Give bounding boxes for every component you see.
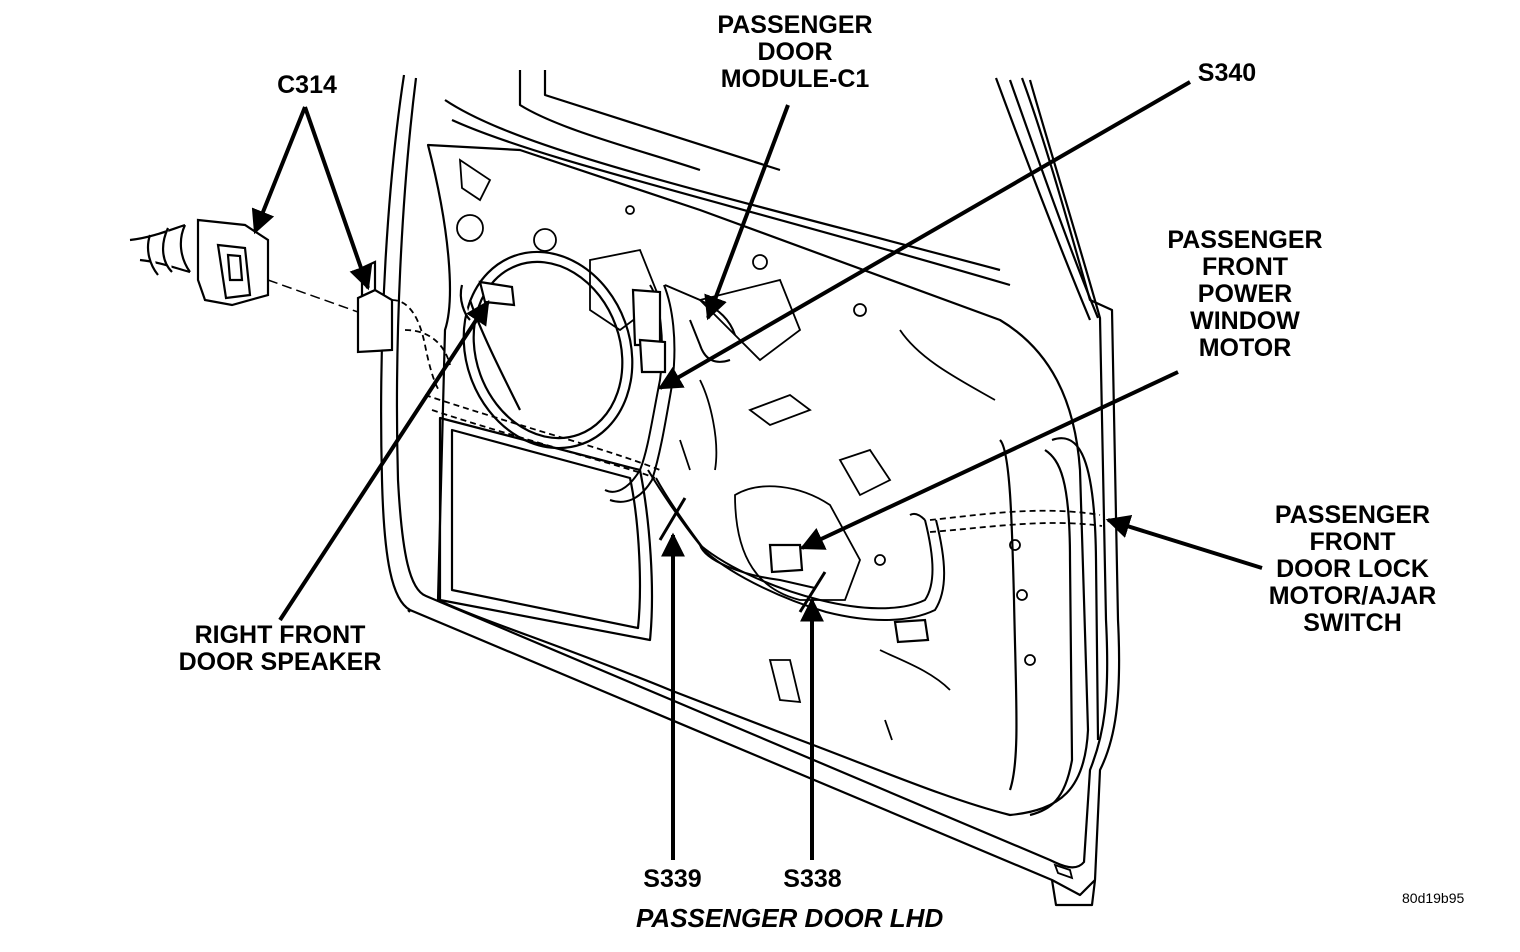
c314-dash-line: [267, 279, 359, 313]
connectors: [129, 218, 930, 644]
label-s340: S340: [1197, 59, 1257, 87]
door-shell: [380, 70, 1121, 907]
label-passenger-front-power-window-motor: PASSENGER FRONT POWER WINDOW MOTOR: [1167, 226, 1323, 362]
splice-marks: [658, 497, 827, 613]
label-passenger-door-module-c1: PASSENGER DOOR MODULE-C1: [717, 11, 873, 93]
label-s338: S338: [783, 865, 842, 893]
leader-lines: [251, 80, 1263, 860]
hidden-wiring: [391, 299, 1103, 533]
door-inner-details: [456, 158, 1074, 880]
label-passenger-front-door-lock-motor-ajar-switch: PASSENGER FRONT DOOR LOCK MOTOR/AJAR SWI…: [1268, 501, 1437, 637]
diagram-caption: PASSENGER DOOR LHD: [636, 903, 944, 933]
label-right-front-door-speaker: RIGHT FRONT DOOR SPEAKER: [178, 621, 382, 676]
figure-id: 80d19b95: [1402, 890, 1465, 906]
label-s339: S339: [643, 865, 702, 893]
label-c314: C314: [277, 71, 337, 99]
